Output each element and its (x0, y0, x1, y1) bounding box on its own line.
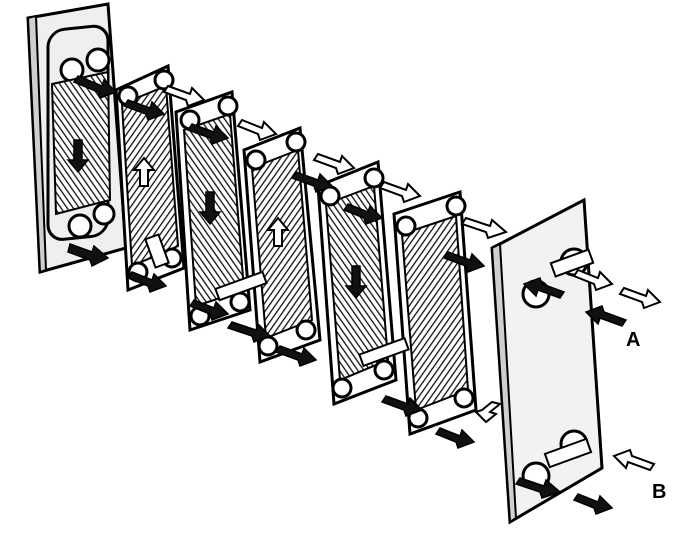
light-flow-arrow (474, 400, 503, 424)
dark-flow-arrow (274, 345, 318, 367)
light-flow-arrow (236, 118, 278, 142)
dark-flow-arrow (126, 271, 168, 293)
light-flow-arrows (131, 84, 662, 472)
dark-flow-arrow (572, 493, 614, 515)
light-flow-arrow (162, 84, 206, 108)
dark-flow-arrow (514, 477, 562, 499)
light-flow-arrow (312, 152, 356, 176)
light-flow-arrow (131, 156, 157, 187)
light-flow-arrow (265, 216, 291, 247)
light-flow-arrow (378, 180, 422, 204)
light-flow-arrow (618, 286, 662, 310)
light-flow-arrow (612, 448, 656, 472)
port-label-a: A (626, 329, 641, 351)
dark-flow-arrow (122, 99, 166, 121)
dark-flow-arrow (72, 75, 118, 99)
dark-flow-arrow (342, 203, 384, 225)
heat-exchanger-plate (114, 63, 186, 293)
dark-flow-arrow (442, 251, 486, 273)
dark-flow-arrow (188, 299, 230, 321)
light-flow-arrow (460, 216, 508, 240)
dark-flow-arrows (66, 75, 628, 515)
dark-flow-arrow (66, 139, 90, 174)
fixed-frame-plate (26, 2, 128, 274)
dark-flow-arrow (584, 305, 628, 327)
dark-flow-arrow (522, 277, 566, 299)
dark-flow-arrow (290, 171, 334, 193)
flow-pipes (144, 233, 595, 469)
pressure-plate (490, 197, 604, 525)
dark-flow-arrow (380, 395, 424, 417)
dark-flow-arrow (186, 123, 230, 145)
dark-flow-arrow (67, 243, 110, 268)
dark-flow-arrow (198, 191, 222, 226)
dark-flow-arrow (434, 427, 476, 449)
dark-flow-arrow (226, 321, 272, 343)
dark-flow-arrow (344, 265, 368, 300)
port-label-b: B (652, 481, 667, 503)
light-flow-arrow (572, 268, 614, 292)
heat-exchanger-plate (392, 189, 478, 437)
